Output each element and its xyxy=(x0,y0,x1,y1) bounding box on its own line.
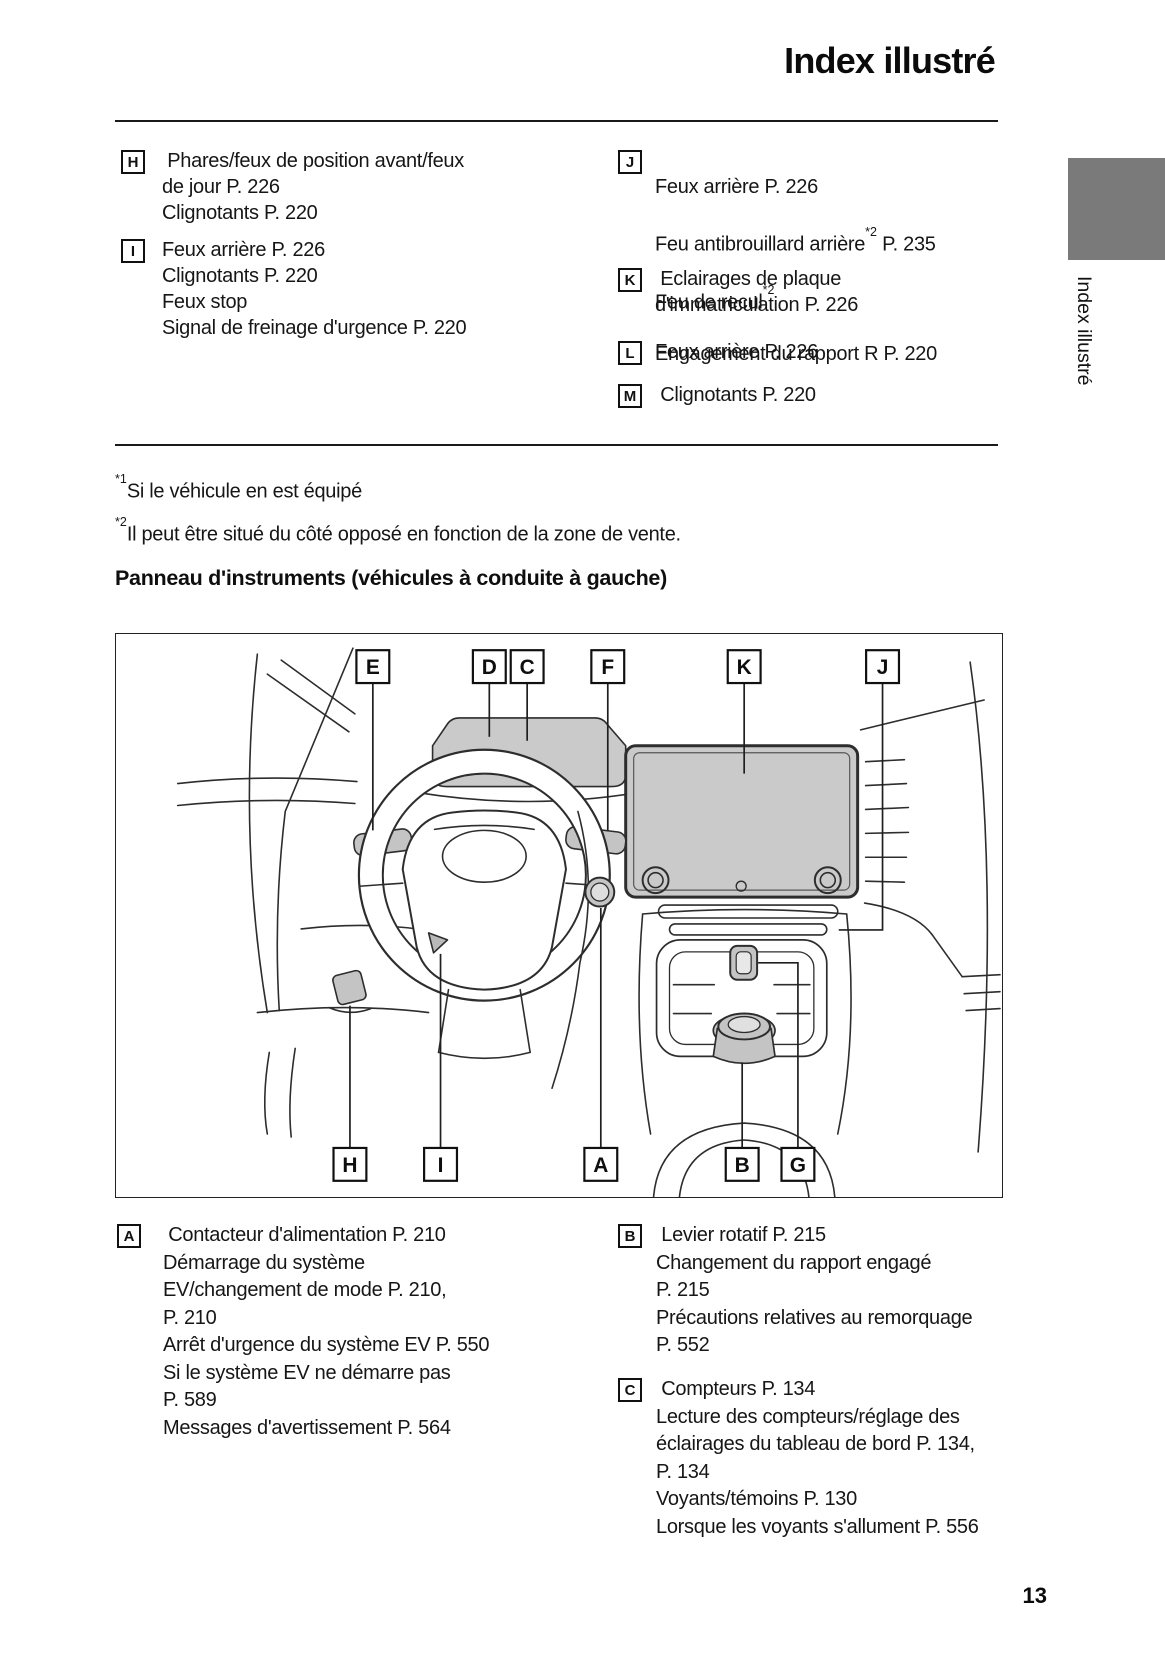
steering-wheel xyxy=(357,748,611,1060)
legend-key-i: I xyxy=(121,239,145,263)
footnote-1-marker: *1 xyxy=(115,472,127,486)
callout-letter: D xyxy=(482,656,497,679)
page-title: Index illustré xyxy=(784,40,996,81)
callout-leader-lines xyxy=(349,683,884,1148)
callout-letter: E xyxy=(366,656,380,679)
legend-text-j-line2: Feu antibrouillard arrière*2 P. 235 xyxy=(655,225,936,256)
chapter-tab xyxy=(1068,158,1165,260)
display-screen xyxy=(624,744,860,899)
legend-text-m: Clignotants P. 220 xyxy=(655,384,816,406)
legend-text-b: Levier rotatif P. 215 Changement du rapp… xyxy=(656,1224,973,1356)
legend-text-j-line3: Feu de recul*2 xyxy=(655,282,775,314)
power-switch xyxy=(551,810,616,1090)
callout-letters-top: E D C F K J xyxy=(366,656,888,679)
legend-text-j-line1: Feux arrière P. 226 xyxy=(655,176,818,198)
callout-boxes-top xyxy=(355,649,901,685)
footnote-marker: *2 xyxy=(762,282,775,297)
legend-text-l: Feux arrière P. 226 xyxy=(655,341,818,363)
legend-key-c: C xyxy=(618,1378,642,1402)
callout-letter: H xyxy=(342,1154,357,1177)
divider-middle xyxy=(115,444,998,446)
footnote-1: *1Si le véhicule en est équipé xyxy=(115,472,362,503)
headlight-switch xyxy=(328,969,372,1014)
divider-top xyxy=(115,120,998,122)
instrument-panel-diagram: E D C F K J H I A B G xyxy=(115,633,1003,1198)
legend-key-h: H xyxy=(121,150,145,174)
legend-text-a: Contacteur d'alimentation P. 210 Démarra… xyxy=(163,1224,490,1439)
page-number: 13 xyxy=(1022,1583,1047,1608)
legend-key-a: A xyxy=(117,1224,141,1248)
legend-key-b: B xyxy=(618,1224,642,1248)
callout-letter: F xyxy=(601,656,614,679)
callout-letter: I xyxy=(438,1154,444,1177)
a-pillar-lines xyxy=(248,647,356,1014)
callout-letter: G xyxy=(790,1154,806,1177)
legend-text-k: Eclairages de plaque d'immatriculation P… xyxy=(655,268,859,316)
legend-key-j: J xyxy=(618,150,642,174)
callout-letter: A xyxy=(593,1154,608,1177)
legend-text-c: Compteurs P. 134 Lecture des compteurs/r… xyxy=(656,1378,979,1538)
center-console xyxy=(638,904,852,1197)
side-vent-slats xyxy=(859,661,1001,1153)
shift-dial xyxy=(712,1012,776,1065)
legend-key-l: L xyxy=(618,341,642,365)
dashboard-illustration: E D C F K J H I A B G xyxy=(176,647,1001,1197)
callout-letter: B xyxy=(735,1154,750,1177)
callout-letter: K xyxy=(737,656,752,679)
footnote-2-marker: *2 xyxy=(115,515,127,529)
callout-letter: J xyxy=(877,656,889,679)
legend-text-j: Feux arrière P. 226 Feu antibrouillard a… xyxy=(655,148,1015,393)
footnote-2: *2Il peut être situé du côté opposé en f… xyxy=(115,515,681,546)
callout-letters-bottom: H I A B G xyxy=(342,1154,806,1177)
callout-boxes-bottom xyxy=(332,1146,816,1182)
section-heading: Panneau d'instruments (véhicules à condu… xyxy=(115,566,667,590)
console-slot xyxy=(729,944,759,981)
legend-key-m: M xyxy=(618,384,642,408)
chapter-tab-label: Index illustré xyxy=(1073,276,1095,386)
legend-text-j-line4: Engagement du rapport R P. 220 xyxy=(655,343,937,366)
callout-letter: C xyxy=(520,656,535,679)
legend-key-k: K xyxy=(618,268,642,292)
legend-text-i: Feux arrière P. 226 Clignotants P. 220 F… xyxy=(162,239,467,339)
legend-text-h: Phares/feux de position avant/feux de jo… xyxy=(162,150,464,224)
footnote-marker: *2 xyxy=(865,225,877,239)
